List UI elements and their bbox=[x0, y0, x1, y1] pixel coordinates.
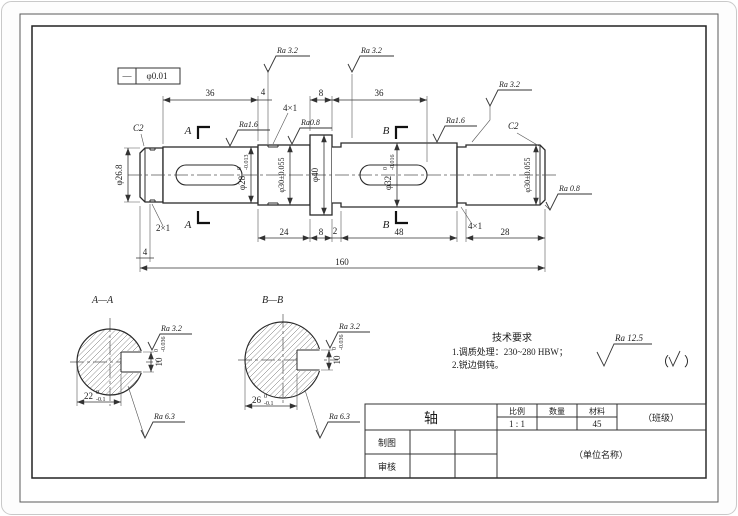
scale-value: 1 : 1 bbox=[509, 419, 525, 429]
tech-item-2: 2.锐边倒钝。 bbox=[452, 359, 504, 370]
dim-top-8: 8 bbox=[319, 88, 324, 98]
scale-label: 比例 bbox=[509, 406, 525, 416]
dim-top-4: 4 bbox=[261, 87, 266, 97]
tolerance-symbol: — bbox=[122, 71, 133, 81]
section-a-depth-sup: 0 bbox=[154, 349, 160, 352]
section-b-ra-surface: Ra 6.3 bbox=[328, 412, 350, 421]
dim-160: 160 bbox=[335, 257, 349, 267]
general-roughness-value: Ra 12.5 bbox=[614, 333, 643, 343]
roughness-keyway-a: Ra1.6 bbox=[238, 120, 258, 129]
section-a-ra-keyway: Ra 3.2 bbox=[160, 324, 182, 333]
dim-24: 24 bbox=[280, 227, 290, 237]
section-a-width: 22 bbox=[84, 391, 93, 401]
dia-28-sub: -0.013 bbox=[244, 155, 250, 171]
section-a-depth: 10 bbox=[154, 357, 164, 367]
roughness-journal-left: Ra0.8 bbox=[300, 118, 320, 127]
dim-4-left: 4 bbox=[143, 247, 148, 257]
roughness-keyway-b: Ra1.6 bbox=[445, 116, 465, 125]
chamfer-right-label: C2 bbox=[508, 121, 519, 131]
dia-32: φ32 bbox=[383, 176, 393, 190]
section-view-b: B—B 26 0 -0.1 10 0 -0.036 Ra 3.2 Ra 6.3 bbox=[238, 295, 370, 440]
dia-26-8: φ26.8 bbox=[114, 164, 124, 185]
dia-28: φ28 bbox=[237, 175, 247, 190]
tech-title: 技术要求 bbox=[492, 331, 532, 344]
section-a-ra-surface: Ra 6.3 bbox=[153, 412, 175, 421]
groove-callout-right: 4×1 bbox=[468, 221, 482, 231]
dia-28-sup: 0 bbox=[237, 167, 243, 170]
section-b-depth-sub: -0.036 bbox=[339, 335, 345, 351]
cut-letter-a-top: A bbox=[184, 125, 192, 137]
cut-letter-b-top: B bbox=[383, 125, 390, 137]
keyway-a bbox=[175, 164, 243, 186]
company-label: （单位名称） bbox=[574, 449, 628, 460]
extension-lines bbox=[124, 70, 546, 272]
roughness-top-mid: Ra 3.2 bbox=[360, 46, 382, 55]
roughness-top-right: Ra 3.2 bbox=[498, 80, 520, 89]
section-b-depth: 10 bbox=[332, 355, 342, 365]
check-icon bbox=[668, 350, 681, 368]
general-roughness-note: Ra 12.5 （ ） bbox=[596, 333, 697, 369]
tech-requirements: 技术要求 1.调质处理：230~280 HBW； 2.锐边倒钝。 bbox=[452, 331, 568, 370]
section-b-depth-sup: 0 bbox=[332, 347, 338, 350]
section-a-depth-sub: -0.036 bbox=[161, 337, 167, 353]
section-b-width-sup: 0 bbox=[264, 394, 267, 400]
paren-close: ） bbox=[684, 354, 697, 369]
dim-8: 8 bbox=[319, 227, 324, 237]
groove-callout-left: 4×1 bbox=[283, 103, 297, 113]
dia-32-sub: -0.016 bbox=[390, 155, 396, 171]
roughness-callouts: Ra 3.2 Ra 3.2 Ra 3.2 Ra1.6 Ra0.8 Ra1.6 R… bbox=[225, 46, 592, 212]
tech-item-1: 1.调质处理：230~280 HBW； bbox=[452, 346, 568, 357]
material-label: 材料 bbox=[589, 406, 605, 416]
part-name: 轴 bbox=[424, 411, 438, 427]
section-b-width-sub: -0.1 bbox=[264, 401, 274, 407]
dim-28: 28 bbox=[501, 227, 511, 237]
drafter-label: 制图 bbox=[378, 437, 396, 448]
dia-32-sup: 0 bbox=[383, 167, 389, 170]
section-view-a: A—A 22 0 -0.1 10 0 -0.036 Ra 3.2 Ra 6.3 bbox=[70, 295, 192, 440]
section-a-width-sup: 0 bbox=[96, 390, 99, 396]
dim-top-36-left: 36 bbox=[206, 88, 216, 98]
reviewer-label: 审核 bbox=[378, 461, 396, 472]
geometric-tolerance-frame: — φ0.01 bbox=[117, 67, 181, 85]
section-b-ra-keyway: Ra 3.2 bbox=[338, 322, 360, 331]
material-value: 45 bbox=[593, 419, 603, 429]
diameter-dimensions: φ26.8 φ28 0 -0.013 φ30±0.055 φ40 φ32 0 -… bbox=[114, 155, 532, 193]
title-block: 轴 比例 数量 材料 1 : 1 45 （班级） 制图 审核 （单位名称） bbox=[364, 403, 707, 479]
section-b-label: B—B bbox=[262, 295, 283, 306]
dia-30-right: φ30±0.055 bbox=[523, 157, 532, 192]
roughness-top-left: Ra 3.2 bbox=[276, 46, 298, 55]
dim-2: 2 bbox=[333, 226, 338, 236]
dimension-lines bbox=[125, 97, 545, 271]
cut-letter-b-bottom: B bbox=[383, 219, 390, 231]
section-b-width: 26 bbox=[252, 395, 262, 405]
cut-letter-a-bottom: A bbox=[184, 219, 192, 231]
section-a-label: A—A bbox=[91, 295, 114, 306]
dim-chamfer-groove: 2×1 bbox=[156, 223, 170, 233]
section-cut-marks: A A B B bbox=[184, 125, 408, 231]
shaft-main-view: A A B B C2 C2 bbox=[114, 46, 592, 272]
paren-open: （ bbox=[656, 354, 669, 369]
dia-30-left: φ30±0.055 bbox=[277, 157, 286, 192]
keyway-b bbox=[359, 164, 428, 186]
dia-40: φ40 bbox=[310, 167, 320, 182]
quantity-label: 数量 bbox=[549, 406, 565, 416]
dim-48: 48 bbox=[395, 227, 405, 237]
class-label: （班级） bbox=[643, 412, 679, 423]
section-a-width-sub: -0.1 bbox=[96, 397, 106, 403]
dim-top-36-right: 36 bbox=[375, 88, 385, 98]
chamfer-left-label: C2 bbox=[133, 123, 144, 133]
chamfer-labels: C2 C2 bbox=[133, 121, 540, 147]
tolerance-value: φ0.01 bbox=[147, 71, 168, 81]
roughness-journal-right: Ra 0.8 bbox=[558, 184, 580, 193]
